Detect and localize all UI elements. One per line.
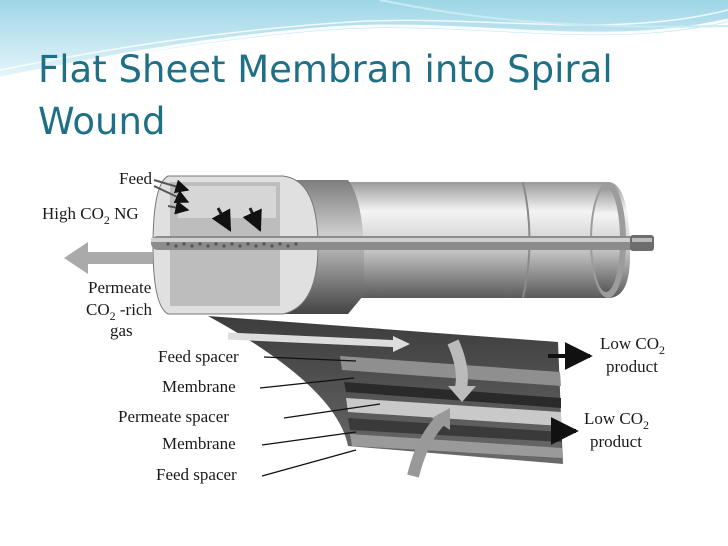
slide-title: Flat Sheet Membran into Spiral Wound — [38, 48, 613, 143]
label-feed-spacer-2: Feed spacer — [156, 465, 237, 484]
label-membrane-2: Membrane — [162, 434, 236, 453]
label-low-co2-1: Low CO2 — [600, 334, 665, 357]
label-permeate: Permeate — [88, 278, 151, 297]
membrane-layers — [208, 316, 563, 478]
spiral-wound-diagram: Feed High CO2 NG Permeate CO2 -rich gas … — [42, 169, 665, 484]
label-membrane-1: Membrane — [162, 377, 236, 396]
feed-in-arrows — [153, 179, 190, 215]
label-product-2: product — [590, 432, 642, 451]
leader-lines — [259, 356, 381, 477]
label-feed: Feed — [119, 169, 153, 188]
membrane-module — [151, 175, 654, 315]
label-product-1: product — [606, 357, 658, 376]
product-arrows — [548, 342, 593, 445]
header-swoosh — [0, 0, 728, 80]
label-permeate-spacer: Permeate spacer — [118, 407, 229, 426]
label-high-co2-ng: High CO2 NG — [42, 204, 139, 227]
permeate-out-arrow — [64, 242, 153, 274]
label-co2-rich: CO2 -rich — [86, 300, 152, 323]
label-feed-spacer-1: Feed spacer — [158, 347, 239, 366]
label-gas: gas — [110, 321, 133, 340]
feed-flow-arrows — [211, 207, 262, 232]
label-low-co2-2: Low CO2 — [584, 409, 649, 432]
